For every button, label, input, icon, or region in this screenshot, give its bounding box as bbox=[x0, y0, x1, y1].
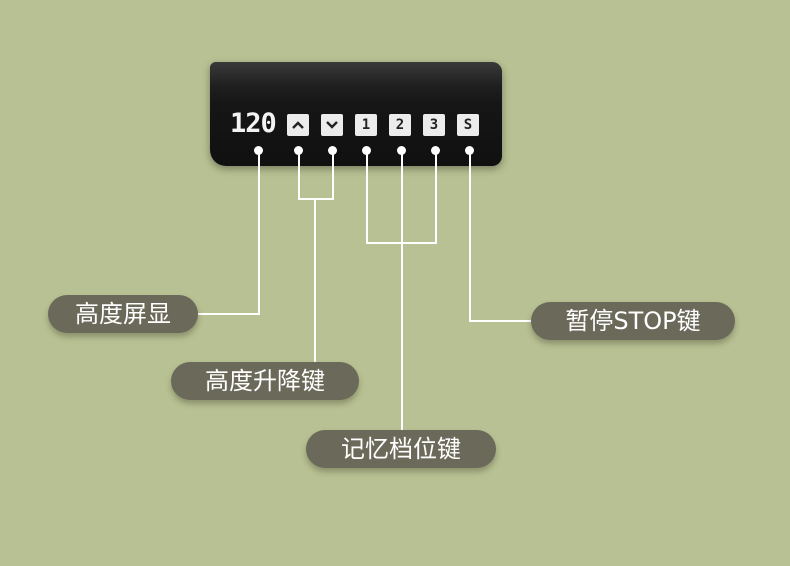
mem2-line bbox=[401, 150, 403, 432]
down-line bbox=[332, 150, 334, 200]
stop-line-h bbox=[469, 320, 533, 322]
memory-1-button[interactable]: 1 bbox=[355, 114, 377, 136]
mem3-line bbox=[435, 150, 437, 244]
chevron-down-icon bbox=[326, 121, 338, 129]
stop-line-v bbox=[469, 150, 471, 322]
up-button[interactable] bbox=[287, 114, 309, 136]
updown-bridge bbox=[298, 198, 334, 200]
height-keys-label: 高度升降键 bbox=[171, 362, 359, 400]
height-display-label: 高度屏显 bbox=[48, 295, 198, 333]
mem-bridge bbox=[366, 242, 437, 244]
updown-line-v bbox=[314, 198, 316, 362]
height-display: 120 bbox=[230, 108, 277, 139]
stop-button[interactable]: S bbox=[457, 114, 479, 136]
memory-3-button[interactable]: 3 bbox=[423, 114, 445, 136]
stop-key-label: 暂停STOP键 bbox=[531, 302, 735, 340]
memory-2-button[interactable]: 2 bbox=[389, 114, 411, 136]
control-panel-top bbox=[210, 62, 502, 88]
display-line-h bbox=[198, 313, 260, 315]
chevron-up-icon bbox=[292, 121, 304, 129]
up-line bbox=[298, 150, 300, 200]
mem1-line bbox=[366, 150, 368, 244]
display-line-v bbox=[258, 150, 260, 315]
memory-keys-label: 记忆档位键 bbox=[306, 430, 496, 468]
down-button[interactable] bbox=[321, 114, 343, 136]
